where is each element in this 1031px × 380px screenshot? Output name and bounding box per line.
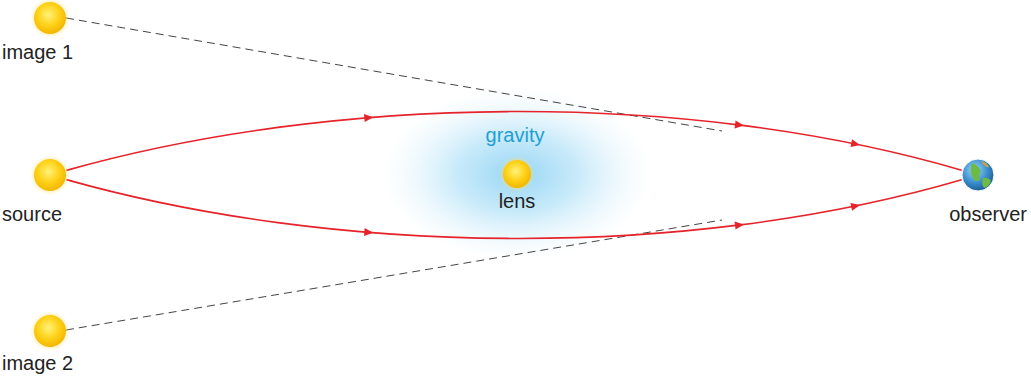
observer-earth: observer (961, 158, 995, 192)
body-shape (33, 1, 67, 35)
arrow-head (364, 114, 373, 122)
sight-line (66, 220, 722, 330)
arrow-head (364, 228, 373, 236)
body-shape (502, 159, 532, 189)
body-shape (33, 158, 67, 192)
arrow-head (735, 121, 744, 129)
arrow-head (850, 139, 860, 147)
arrow-head (850, 203, 860, 211)
body-label: image 1 (2, 41, 73, 64)
body-shape (33, 314, 67, 348)
body-label: image 2 (2, 352, 73, 375)
star-body: source (33, 158, 67, 192)
gravity-label: gravity (486, 124, 545, 147)
star-body: lens (502, 159, 532, 189)
star-body: image 2 (33, 314, 67, 348)
body-label: observer (949, 203, 1027, 226)
body-label: lens (499, 190, 536, 213)
body-shape (961, 158, 995, 192)
star-body: image 1 (33, 1, 67, 35)
body-label: source (2, 203, 62, 226)
arrow-head (735, 222, 744, 230)
